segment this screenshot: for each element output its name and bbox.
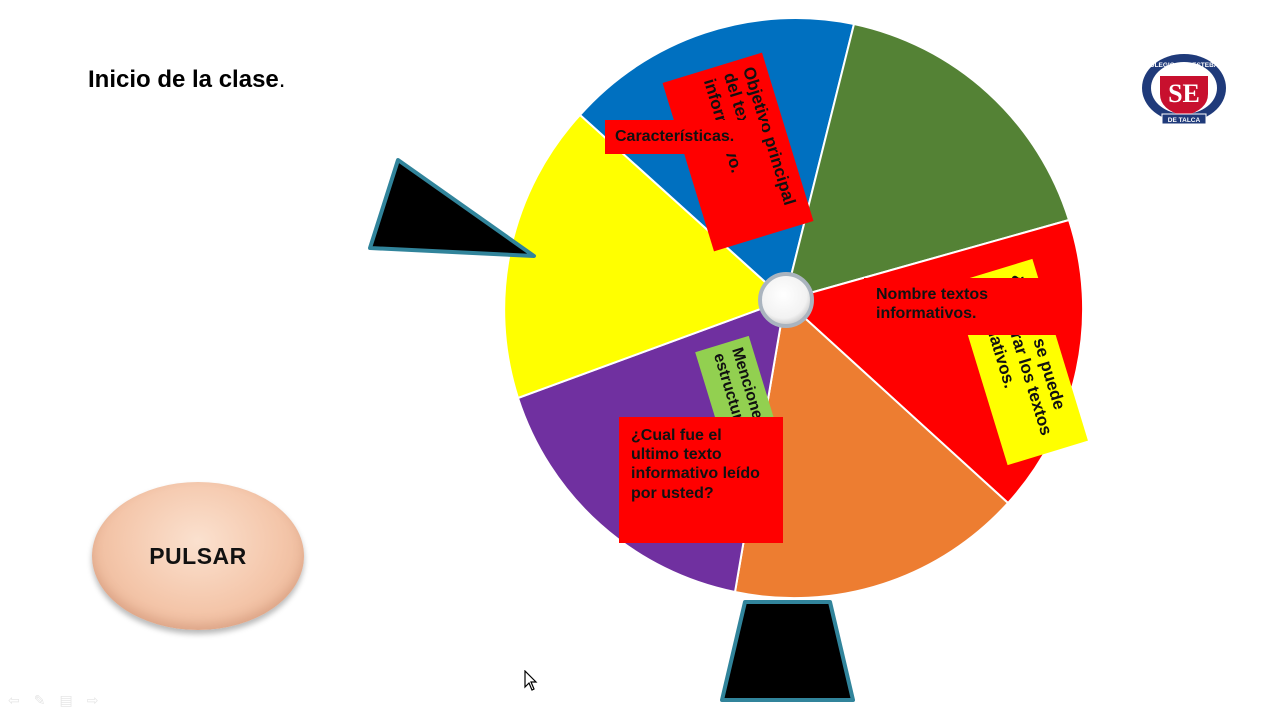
slide-title-period: .: [278, 66, 286, 93]
label-nombre-textos-text: Nombre textos informativos.: [876, 286, 989, 323]
label-caracteristicas-text: Características.: [615, 128, 735, 145]
label-caracteristicas: Características.: [605, 120, 762, 154]
pulsar-button-label: PULSAR: [149, 542, 247, 569]
pen-icon[interactable]: ✎: [33, 692, 46, 708]
wheel-hub[interactable]: [758, 272, 814, 328]
wheel-stand: [720, 600, 855, 702]
label-cual-fue: ¿Cual fue el ultimo texto informativo le…: [619, 417, 783, 543]
slide-title-text: Inicio de la clase: [88, 66, 279, 93]
label-nombre-textos: Nombre textos informativos.: [864, 278, 1071, 335]
pulsar-button[interactable]: PULSAR: [92, 482, 304, 630]
school-logo: SE COLEGIO SAN ESTEBAN DE TALCA: [1142, 54, 1226, 125]
menu-icon[interactable]: ▤: [59, 692, 73, 708]
logo-top-text: COLEGIO SAN ESTEBAN: [1145, 62, 1224, 69]
mouse-cursor-icon: [524, 670, 538, 691]
label-cual-fue-text: ¿Cual fue el ultimo texto informativo le…: [631, 427, 760, 502]
logo-bottom-text: DE TALCA: [1168, 117, 1201, 124]
wheel-segment-green: [783, 22, 1071, 302]
next-slide-icon[interactable]: ⇨: [86, 692, 99, 708]
previous-slide-icon[interactable]: ⇦: [8, 692, 20, 708]
slide-title: Inicio de la clase.: [88, 66, 285, 94]
slideshow-controls: ⇦ ✎ ▤ ⇨: [8, 692, 98, 709]
wheel-pointer: [368, 158, 536, 258]
wheel-segment-orange: [733, 298, 1010, 600]
logo-initials: SE: [1168, 79, 1200, 108]
